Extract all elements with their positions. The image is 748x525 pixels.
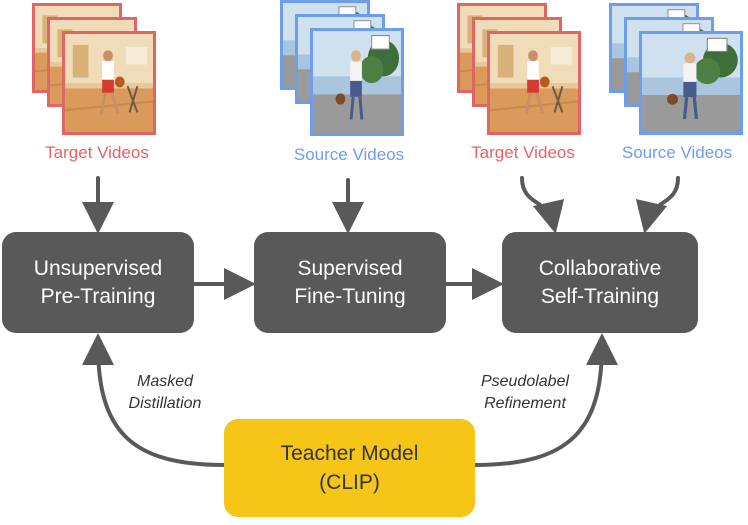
stage-label: Fine-Tuning (294, 284, 406, 308)
arrow-target-to-selftrain (520, 176, 565, 234)
stage-label: Pre-Training (40, 284, 156, 308)
stage-label: Self-Training (540, 284, 660, 308)
teacher-model-box: Teacher Model (CLIP) (224, 419, 475, 517)
source-videos-label-1: Source Videos (293, 145, 405, 164)
annotation-line: Masked (136, 373, 194, 390)
video-frame (639, 31, 743, 135)
target-videos-label-2: Target Videos (471, 143, 575, 162)
arrow-teacher-to-pretrain (82, 333, 226, 467)
source-videos-label-2: Source Videos (621, 143, 733, 162)
stage-label: Collaborative (538, 257, 662, 281)
teacher-sublabel: (CLIP) (319, 471, 380, 494)
stage-supervised-finetuning: Supervised Fine-Tuning (254, 232, 446, 333)
annotation-line: Pseudolabel (480, 373, 570, 390)
video-frame (62, 31, 156, 135)
annotation-masked-distillation: Masked Distillation (110, 371, 220, 414)
video-frame (310, 28, 404, 136)
annotation-line: Distillation (128, 394, 202, 412)
target-videos-label-1: Target Videos (45, 143, 149, 162)
arrow-teacher-to-selftrain (473, 333, 618, 467)
video-frame (487, 31, 581, 135)
teacher-label: Teacher Model (280, 441, 419, 465)
stage-unsupervised-pretraining: Unsupervised Pre-Training (2, 232, 194, 333)
stage-label: Supervised (297, 257, 403, 281)
annotation-pseudolabel-refinement: Pseudolabel Refinement (465, 371, 585, 414)
arrow-source-to-selftrain (635, 176, 680, 234)
stage-label: Unsupervised (33, 257, 163, 281)
stage-collaborative-selftraining: Collaborative Self-Training (502, 232, 698, 333)
annotation-line: Refinement (484, 394, 566, 412)
